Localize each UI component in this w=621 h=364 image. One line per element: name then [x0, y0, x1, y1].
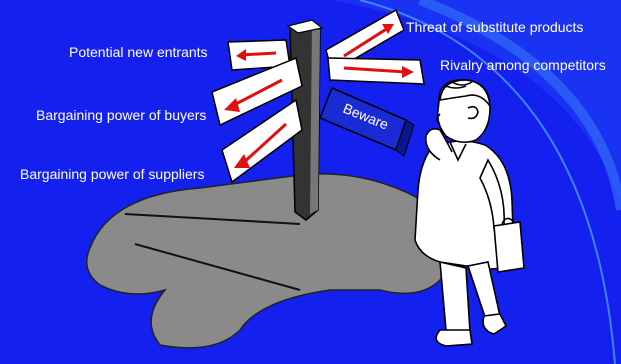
sign-suppliers [221, 98, 303, 184]
label-new-entrants: Potential new entrants [69, 44, 208, 60]
ground-shadow [85, 173, 454, 349]
label-suppliers: Bargaining power of suppliers [20, 166, 205, 182]
beware-sign: Beware [319, 87, 415, 157]
sign-rivalry [327, 57, 425, 85]
label-buyers: Bargaining power of buyers [36, 107, 207, 123]
label-rivalry: Rivalry among competitors [440, 57, 606, 73]
businessman [414, 78, 525, 347]
label-substitutes: Threat of substitute products [406, 19, 584, 35]
sign-buyers [211, 56, 303, 127]
